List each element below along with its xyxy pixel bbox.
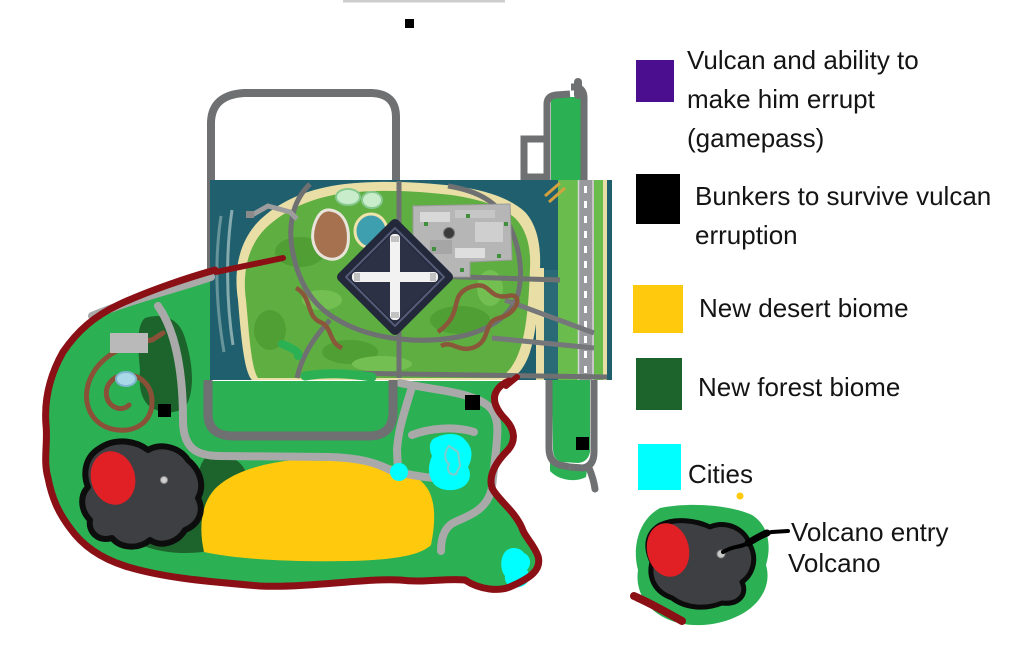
channel-water xyxy=(544,270,560,380)
runway-strip-top xyxy=(520,78,588,181)
legend-label-vulcan: Vulcan and ability to make him errupt (g… xyxy=(687,45,919,153)
drawn-road-loop xyxy=(203,380,398,441)
wave-foam xyxy=(215,215,226,353)
channel-beach xyxy=(536,268,544,380)
cross-runway-horizontal xyxy=(352,272,438,282)
stray-yellow-dot xyxy=(736,492,744,500)
volcano xyxy=(79,438,205,550)
bunker-marker xyxy=(465,395,480,410)
legend-label-cities: Cities xyxy=(688,459,754,489)
coast-line-overlay xyxy=(213,255,286,275)
strip-green xyxy=(551,97,581,181)
highway-loop-road xyxy=(207,89,400,281)
bottom-road xyxy=(339,370,608,380)
runway-bridge xyxy=(491,335,595,351)
dirt-tracks xyxy=(294,283,520,352)
factory-trees xyxy=(424,214,508,272)
top-road-loop xyxy=(207,0,505,281)
satellite-image xyxy=(210,180,612,382)
volcano-inset xyxy=(630,504,790,626)
inset-coastline xyxy=(630,592,686,625)
volcano-entry-label: Volcano entry xyxy=(791,517,949,547)
bunker-marker xyxy=(576,437,589,450)
legend-swatch-cities xyxy=(638,444,681,490)
pier xyxy=(250,203,299,221)
wave-foam xyxy=(226,209,235,346)
strip-road-left xyxy=(545,380,571,471)
legend-swatch-desert xyxy=(633,285,683,333)
coastline xyxy=(503,374,520,389)
strip-green xyxy=(552,380,590,463)
building xyxy=(110,333,148,353)
top-border-line xyxy=(343,0,505,3)
city-large xyxy=(428,433,472,491)
strip-road-tail xyxy=(585,464,599,493)
mint-field xyxy=(335,188,361,206)
runway-green-left xyxy=(558,180,578,380)
city-small xyxy=(390,463,408,481)
dirt-spiral-trail xyxy=(84,330,166,433)
pier-dock xyxy=(246,211,254,218)
entry-pointer-line xyxy=(744,529,771,547)
lava-crater xyxy=(90,451,136,505)
mint-field xyxy=(361,191,383,209)
city-streets xyxy=(444,444,462,476)
storage-tank xyxy=(443,227,455,239)
bunker-marker xyxy=(405,19,414,28)
desert-area xyxy=(201,458,435,562)
strip-green xyxy=(550,456,588,481)
runway-beach xyxy=(603,180,607,380)
inset-lava-crater xyxy=(646,523,690,577)
strip-road-right xyxy=(569,380,598,472)
small-lake xyxy=(115,371,137,387)
coastline xyxy=(42,266,543,593)
runway-bridge xyxy=(504,297,595,336)
legend-label-forest: New forest biome xyxy=(698,372,901,402)
legend-swatch-forest xyxy=(636,358,682,410)
runway-strip-bottom xyxy=(545,380,599,493)
strip-side-loop xyxy=(520,135,547,181)
legend-label-bunkers: Bunkers to survive vulcan erruption xyxy=(695,181,992,250)
volcano-label: Volcano xyxy=(788,548,881,578)
volcano-entry-dot xyxy=(160,476,168,484)
drawn-roads-light xyxy=(88,273,502,555)
factory-complex xyxy=(412,203,513,278)
legend-label-desert: New desert biome xyxy=(699,293,909,323)
bunker-marker xyxy=(158,404,171,417)
drawn-map xyxy=(42,266,543,593)
taxiway-roads xyxy=(544,181,566,204)
legend-swatch-bunkers xyxy=(636,174,680,224)
legend-swatch-vulcan xyxy=(636,60,674,102)
strip-road-left xyxy=(543,90,571,181)
runway-green-right xyxy=(594,180,603,380)
rocky-hill xyxy=(311,208,350,261)
green-paint-stroke xyxy=(278,340,303,360)
diamond-building xyxy=(337,219,453,335)
green-paint-stroke xyxy=(300,369,377,382)
